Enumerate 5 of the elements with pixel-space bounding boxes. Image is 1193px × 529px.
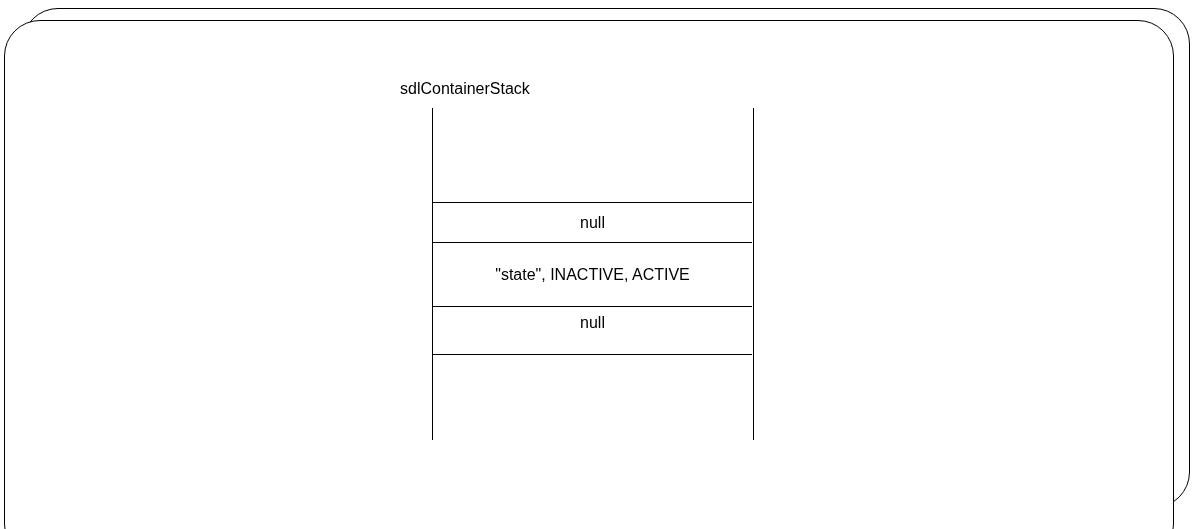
stack-heading: sdlContainerStack (400, 79, 530, 99)
stack-cell (433, 202, 752, 243)
cell-text: "state", INACTIVE, ACTIVE (495, 264, 690, 285)
cell-text: null (580, 212, 605, 233)
cell-text: null (580, 313, 605, 333)
